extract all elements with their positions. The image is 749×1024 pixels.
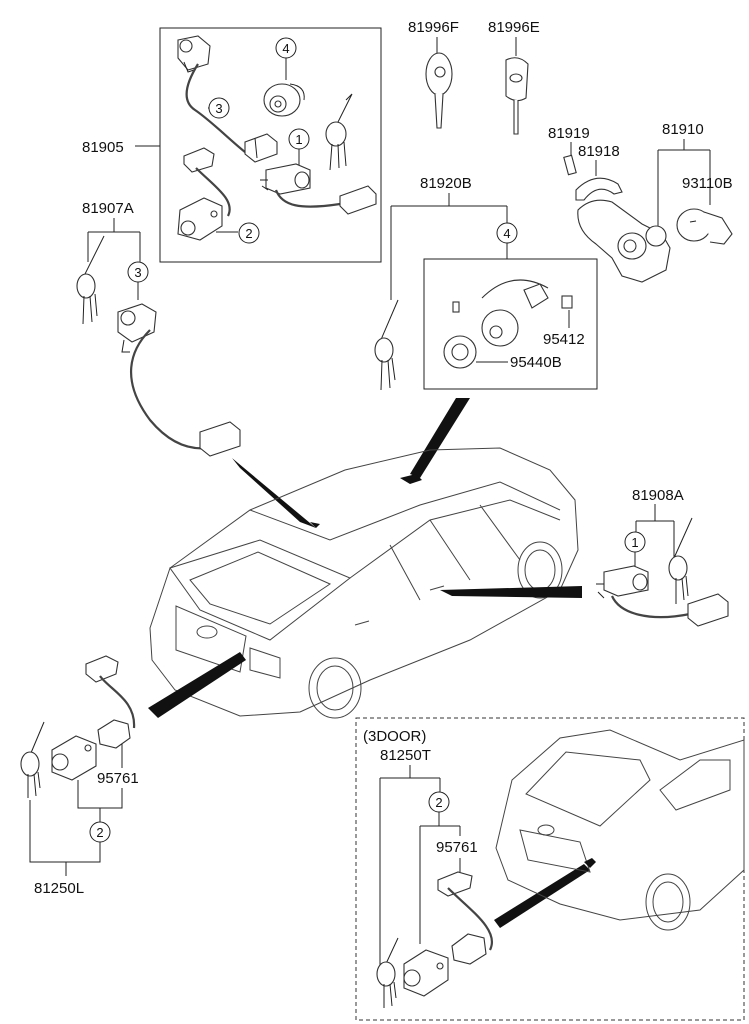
key-set-box[interactable] <box>325 93 353 171</box>
door-lock-81907A[interactable] <box>117 303 157 353</box>
callout-81907A-3[interactable]: 3 <box>127 261 149 283</box>
lock-cylinder-kit-81920B[interactable] <box>443 279 573 369</box>
label-95761-right[interactable]: 95761 <box>436 839 478 856</box>
wire-81250L <box>99 675 136 729</box>
callout-box-2[interactable]: 2 <box>238 222 260 244</box>
svg-text:2: 2 <box>96 825 103 840</box>
label-81908A[interactable]: 81908A <box>632 487 684 504</box>
label-95440B[interactable]: 95440B <box>510 354 562 371</box>
label-81250T[interactable]: 81250T <box>380 747 431 764</box>
label-81920B[interactable]: 81920B <box>420 175 472 192</box>
label-81907A[interactable]: 81907A <box>82 200 134 217</box>
blank-key-81996F[interactable] <box>425 52 453 129</box>
svg-text:2: 2 <box>245 226 252 241</box>
pointer-arrow-81907A <box>232 458 316 528</box>
logo-key-81996E[interactable] <box>505 57 529 135</box>
shear-bolt-81919[interactable] <box>563 154 577 176</box>
label-81996E[interactable]: 81996E <box>488 19 540 36</box>
sedan-car-illustration <box>149 447 579 719</box>
wire-81250T <box>447 887 493 951</box>
label-3door[interactable]: (3DOOR) <box>363 728 426 745</box>
trunk-cylinder-81250L[interactable] <box>51 735 97 781</box>
callout-box-3[interactable]: 3 <box>208 97 230 119</box>
pointer-arrow-81250L <box>148 652 246 718</box>
callout-box-4[interactable]: 4 <box>275 37 297 59</box>
key-set-81920B[interactable] <box>374 299 399 391</box>
key-set-81908A[interactable] <box>668 517 693 604</box>
label-93110B[interactable]: 93110B <box>682 175 733 192</box>
tailgate-cylinder-81250T[interactable] <box>403 949 449 997</box>
label-95761-left[interactable]: 95761 <box>97 770 139 787</box>
trunk-actuator-95761[interactable] <box>97 719 131 749</box>
label-81910[interactable]: 81910 <box>662 121 704 138</box>
door-lock-cylinder-3[interactable] <box>177 35 211 73</box>
callout-81250T-2[interactable]: 2 <box>428 791 450 813</box>
label-81996F[interactable]: 81996F <box>408 19 459 36</box>
key-set-81907A[interactable] <box>76 235 105 325</box>
pointer-arrow-81908A <box>440 586 582 598</box>
tailgate-actuator-95761[interactable] <box>451 933 487 965</box>
connector-1 <box>339 185 377 215</box>
label-81250L[interactable]: 81250L <box>34 880 84 897</box>
connector-81908A <box>687 593 729 627</box>
wire-81908A <box>610 595 691 619</box>
svg-text:2: 2 <box>435 795 442 810</box>
key-set-81250L[interactable] <box>20 721 45 798</box>
wire-2 <box>195 167 231 217</box>
svg-text:4: 4 <box>282 41 289 56</box>
connector-81250L <box>85 655 119 683</box>
label-81905[interactable]: 81905 <box>82 139 124 156</box>
key-set-81250T[interactable] <box>376 937 399 1008</box>
kit-81905-box <box>159 27 382 263</box>
wire-3 <box>185 63 246 153</box>
label-95412[interactable]: 95412 <box>543 331 585 348</box>
ignition-switch-93110B[interactable] <box>676 208 733 245</box>
callout-81908A-1[interactable]: 1 <box>624 531 646 553</box>
bracket-81918[interactable] <box>575 177 623 201</box>
hatchback-car-illustration <box>495 729 745 931</box>
trunk-cylinder-2[interactable] <box>177 197 223 241</box>
wire-81907A <box>129 329 209 450</box>
svg-text:3: 3 <box>215 101 222 116</box>
svg-text:1: 1 <box>295 132 302 147</box>
callout-81250L-2[interactable]: 2 <box>89 821 111 843</box>
wire-1 <box>274 189 341 208</box>
svg-text:3: 3 <box>134 265 141 280</box>
steering-lock-body-81910[interactable] <box>577 199 671 283</box>
callout-81920B-4[interactable]: 4 <box>496 222 518 244</box>
kit-81920B-box <box>423 258 598 390</box>
label-81919[interactable]: 81919 <box>548 125 590 142</box>
connector-81907A <box>199 421 241 457</box>
label-81918[interactable]: 81918 <box>578 143 620 160</box>
ignition-cylinder-4[interactable] <box>263 83 305 117</box>
connector-2 <box>183 147 215 173</box>
door-cylinder-81908A[interactable] <box>596 565 649 599</box>
connector-3 <box>244 133 278 163</box>
door-cylinder-1[interactable] <box>260 163 311 195</box>
svg-text:4: 4 <box>503 226 510 241</box>
connector-81250T <box>437 871 473 897</box>
pointer-arrow-81920B <box>410 398 470 478</box>
svg-text:1: 1 <box>631 535 638 550</box>
callout-box-1[interactable]: 1 <box>288 128 310 150</box>
